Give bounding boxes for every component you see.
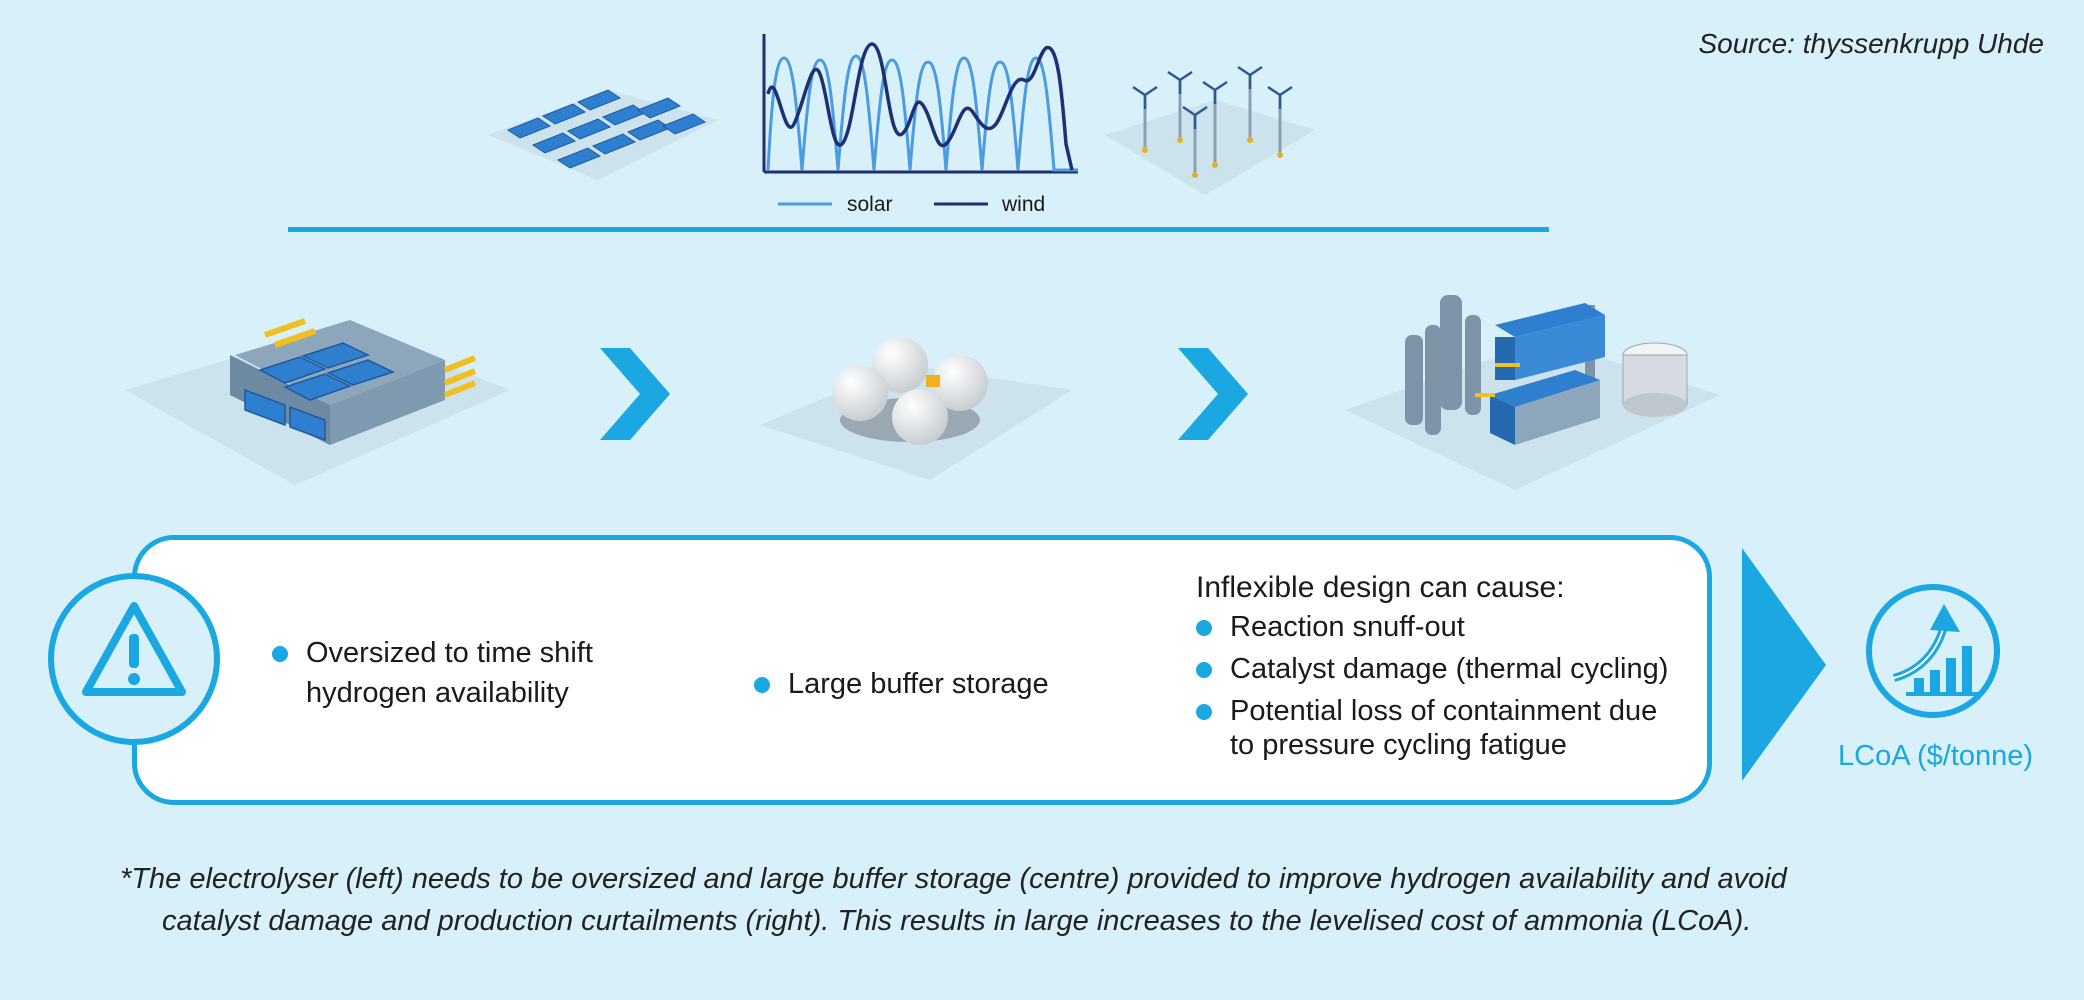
point-line: hydrogen availability [306,677,569,709]
point-line: Oversized to time shift [306,637,593,669]
divider-line [288,227,1549,232]
chevron-right-icon [1178,348,1248,440]
lcoa-label: LCoA ($/tonne) [1838,740,2034,772]
list-item: Catalyst damage (thermal cycling) [1196,652,1716,686]
wind-farm-icon [1105,65,1315,195]
caption-line: catalyst damage and production curtailme… [162,905,1752,937]
chevron-right-icon [600,348,670,440]
list-item: Reaction snuff-out [1196,610,1716,644]
list-item-line: Potential loss of containment due [1230,695,1658,727]
legend-wind-label: wind [1001,193,1045,216]
solar-farm-icon [488,89,718,180]
lcoa-badge [1866,584,2000,718]
solar-wind-chart: solar wind [762,34,1078,216]
buffer-storage-icon [760,337,1072,480]
oversized-electrolyser-point: Oversized to time shift hydrogen availab… [272,633,593,713]
figure-caption: *The electrolyser (left) needs to be ove… [120,858,1980,942]
result-arrow-icon [1742,548,1826,781]
legend-solar-label: solar [847,193,893,216]
list-title: Inflexible design can cause: [1196,571,1565,604]
electrolyser-icon [125,318,510,485]
list-item: Potential loss of containment due to pre… [1196,694,1716,762]
warning-icon [82,602,186,696]
constraints-panel [132,535,1712,805]
wind-series-line [766,42,1074,171]
inflexible-design-list: Inflexible design can cause: Reaction sn… [1196,566,1716,770]
cost-rise-icon [1892,604,1978,696]
list-item-line: to pressure cycling fatigue [1230,729,1567,761]
solar-series-line [766,54,1078,172]
buffer-storage-point: Large buffer storage [754,664,1049,704]
warning-badge [48,573,220,745]
caption-line: *The electrolyser (left) needs to be ove… [120,863,1787,895]
ammonia-plant-icon [1345,295,1720,490]
source-credit: Source: thyssenkrupp Uhde [1698,28,2044,59]
